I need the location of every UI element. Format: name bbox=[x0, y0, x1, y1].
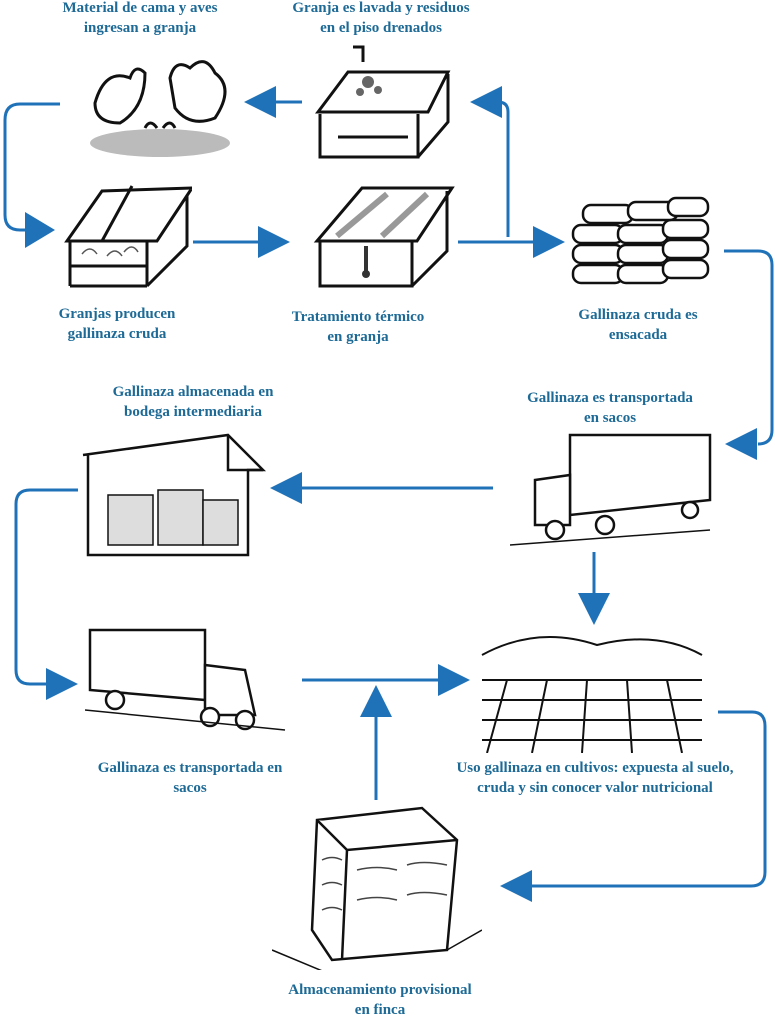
step-label-transp2: Gallinaza es transportada en sacos bbox=[97, 760, 283, 796]
arrowhead bbox=[578, 593, 610, 625]
step-label-cultivos: Uso gallinaza en cultivos: expuesta al s… bbox=[456, 760, 734, 796]
arrowhead bbox=[360, 685, 392, 717]
poultry-barn-icon bbox=[64, 185, 192, 288]
arrow-ensacada-to-transp1 bbox=[724, 249, 774, 446]
step-label-producen: Granjas producen gallinaza cruda bbox=[58, 306, 176, 342]
arrowhead bbox=[500, 870, 532, 902]
arrowhead bbox=[25, 212, 55, 248]
step-label-cama: Material de cama y aves ingresan a granj… bbox=[62, 0, 218, 36]
truck-icon bbox=[85, 628, 286, 731]
arrowhead bbox=[533, 226, 565, 258]
barn-thermometer-icon bbox=[313, 186, 455, 288]
chickens-on-bedding-icon bbox=[90, 60, 230, 157]
arrowhead bbox=[438, 664, 470, 696]
warehouse-icon bbox=[82, 433, 267, 557]
sack-stack-icon bbox=[571, 196, 710, 285]
crop-field-icon bbox=[481, 636, 703, 753]
arrowhead bbox=[46, 668, 78, 700]
step-label-finca: Almacenamiento provisional en finca bbox=[288, 982, 472, 1018]
arrow-up-to-lavada bbox=[497, 100, 510, 237]
arrow-cultivos-to-finca bbox=[530, 710, 767, 888]
truck-icon bbox=[510, 433, 712, 546]
step-label-transp1: Gallinaza es transportada en sacos bbox=[527, 390, 693, 426]
arrowhead bbox=[725, 428, 757, 460]
step-label-lavada: Granja es lavada y residuos en el piso d… bbox=[292, 0, 470, 36]
step-label-bodega: Gallinaza almacenada en bodega intermedi… bbox=[112, 384, 274, 420]
arrowhead bbox=[244, 86, 276, 118]
step-label-termico: Tratamiento térmico en granja bbox=[291, 309, 425, 345]
barn-washing-icon bbox=[315, 45, 451, 159]
arrowhead bbox=[270, 472, 302, 504]
step-label-ensacada: Gallinaza cruda es ensacada bbox=[578, 307, 698, 343]
covered-pile-icon bbox=[272, 806, 482, 970]
arrowhead bbox=[258, 226, 290, 258]
arrow-bodega-to-transp2 bbox=[14, 488, 78, 686]
arrow-cama-to-producen bbox=[3, 102, 60, 232]
arrowhead bbox=[470, 86, 502, 118]
